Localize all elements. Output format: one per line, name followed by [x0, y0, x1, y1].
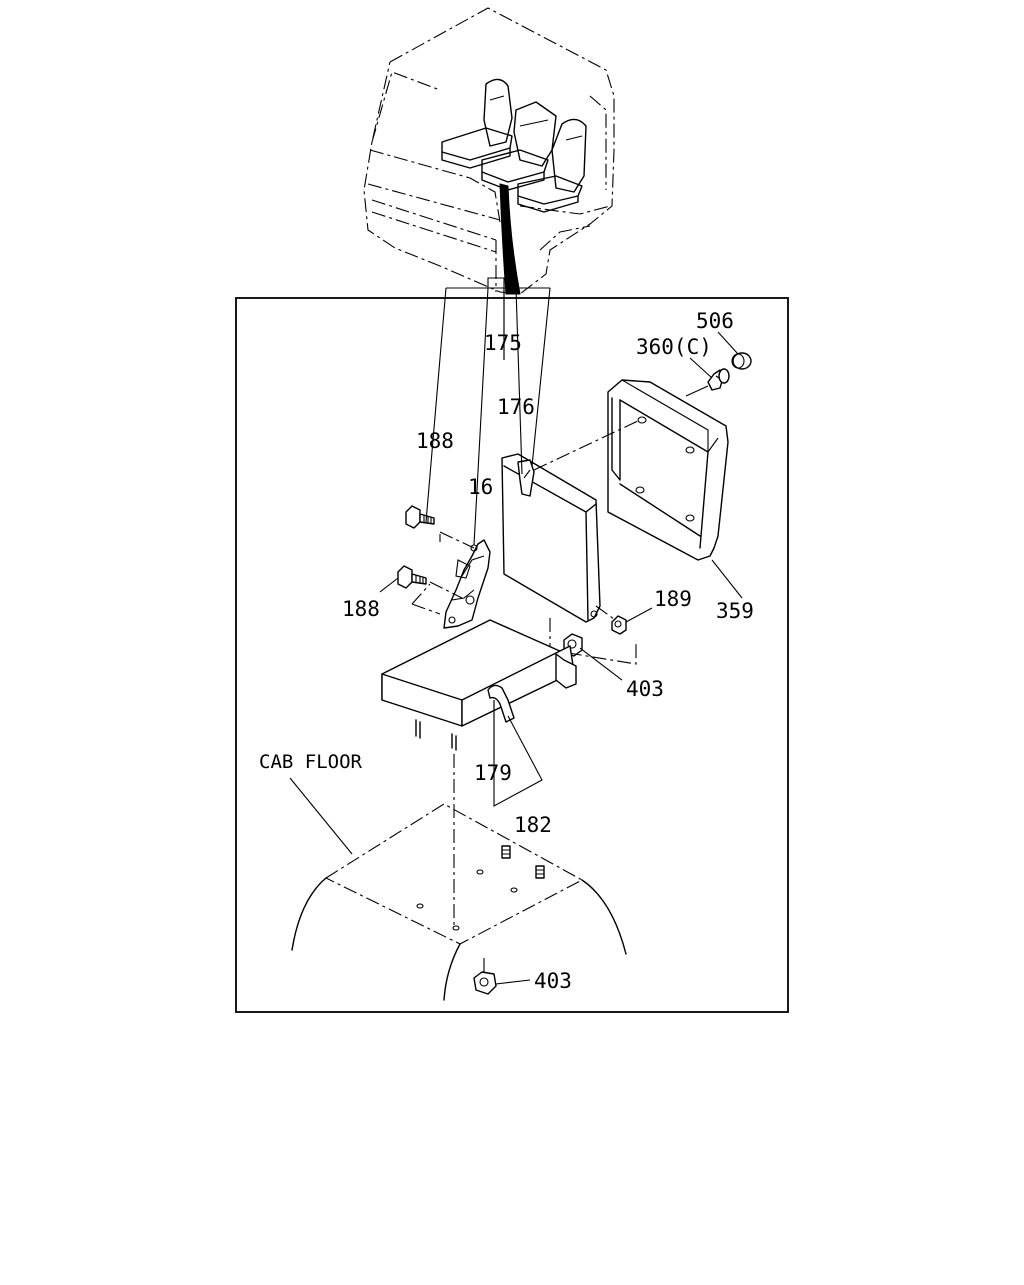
label-189: 189	[654, 587, 692, 611]
control-unit-part	[501, 453, 601, 623]
label-cab-floor: CAB FLOOR	[259, 751, 363, 773]
label-188-lower: 188	[342, 597, 380, 621]
label-403-upper: 403	[626, 677, 664, 701]
label-175: 175	[484, 331, 522, 355]
label-403-lower: 403	[534, 969, 572, 993]
nut-403-lower-part	[473, 958, 497, 995]
cap-part	[731, 352, 752, 370]
bolt-upper-part	[405, 505, 475, 549]
bolt-lower-part	[397, 565, 463, 615]
seat-base-part	[381, 619, 577, 751]
label-360c: 360(C)	[636, 335, 712, 359]
label-506: 506	[696, 309, 734, 333]
cover-part	[607, 379, 729, 561]
cab-floor-part	[291, 803, 627, 1001]
label-176: 176	[497, 395, 535, 419]
label-188-upper: 188	[416, 429, 454, 453]
nut-189-part	[611, 615, 627, 635]
detail-frame	[235, 297, 789, 1013]
label-182: 182	[514, 813, 552, 837]
label-179: 179	[474, 761, 512, 785]
label-16: 16	[468, 475, 493, 499]
screw-part	[685, 368, 730, 397]
label-359: 359	[716, 599, 754, 623]
cab-overview	[363, 7, 615, 295]
bracket-part	[443, 539, 491, 629]
leader-lines	[289, 277, 743, 985]
